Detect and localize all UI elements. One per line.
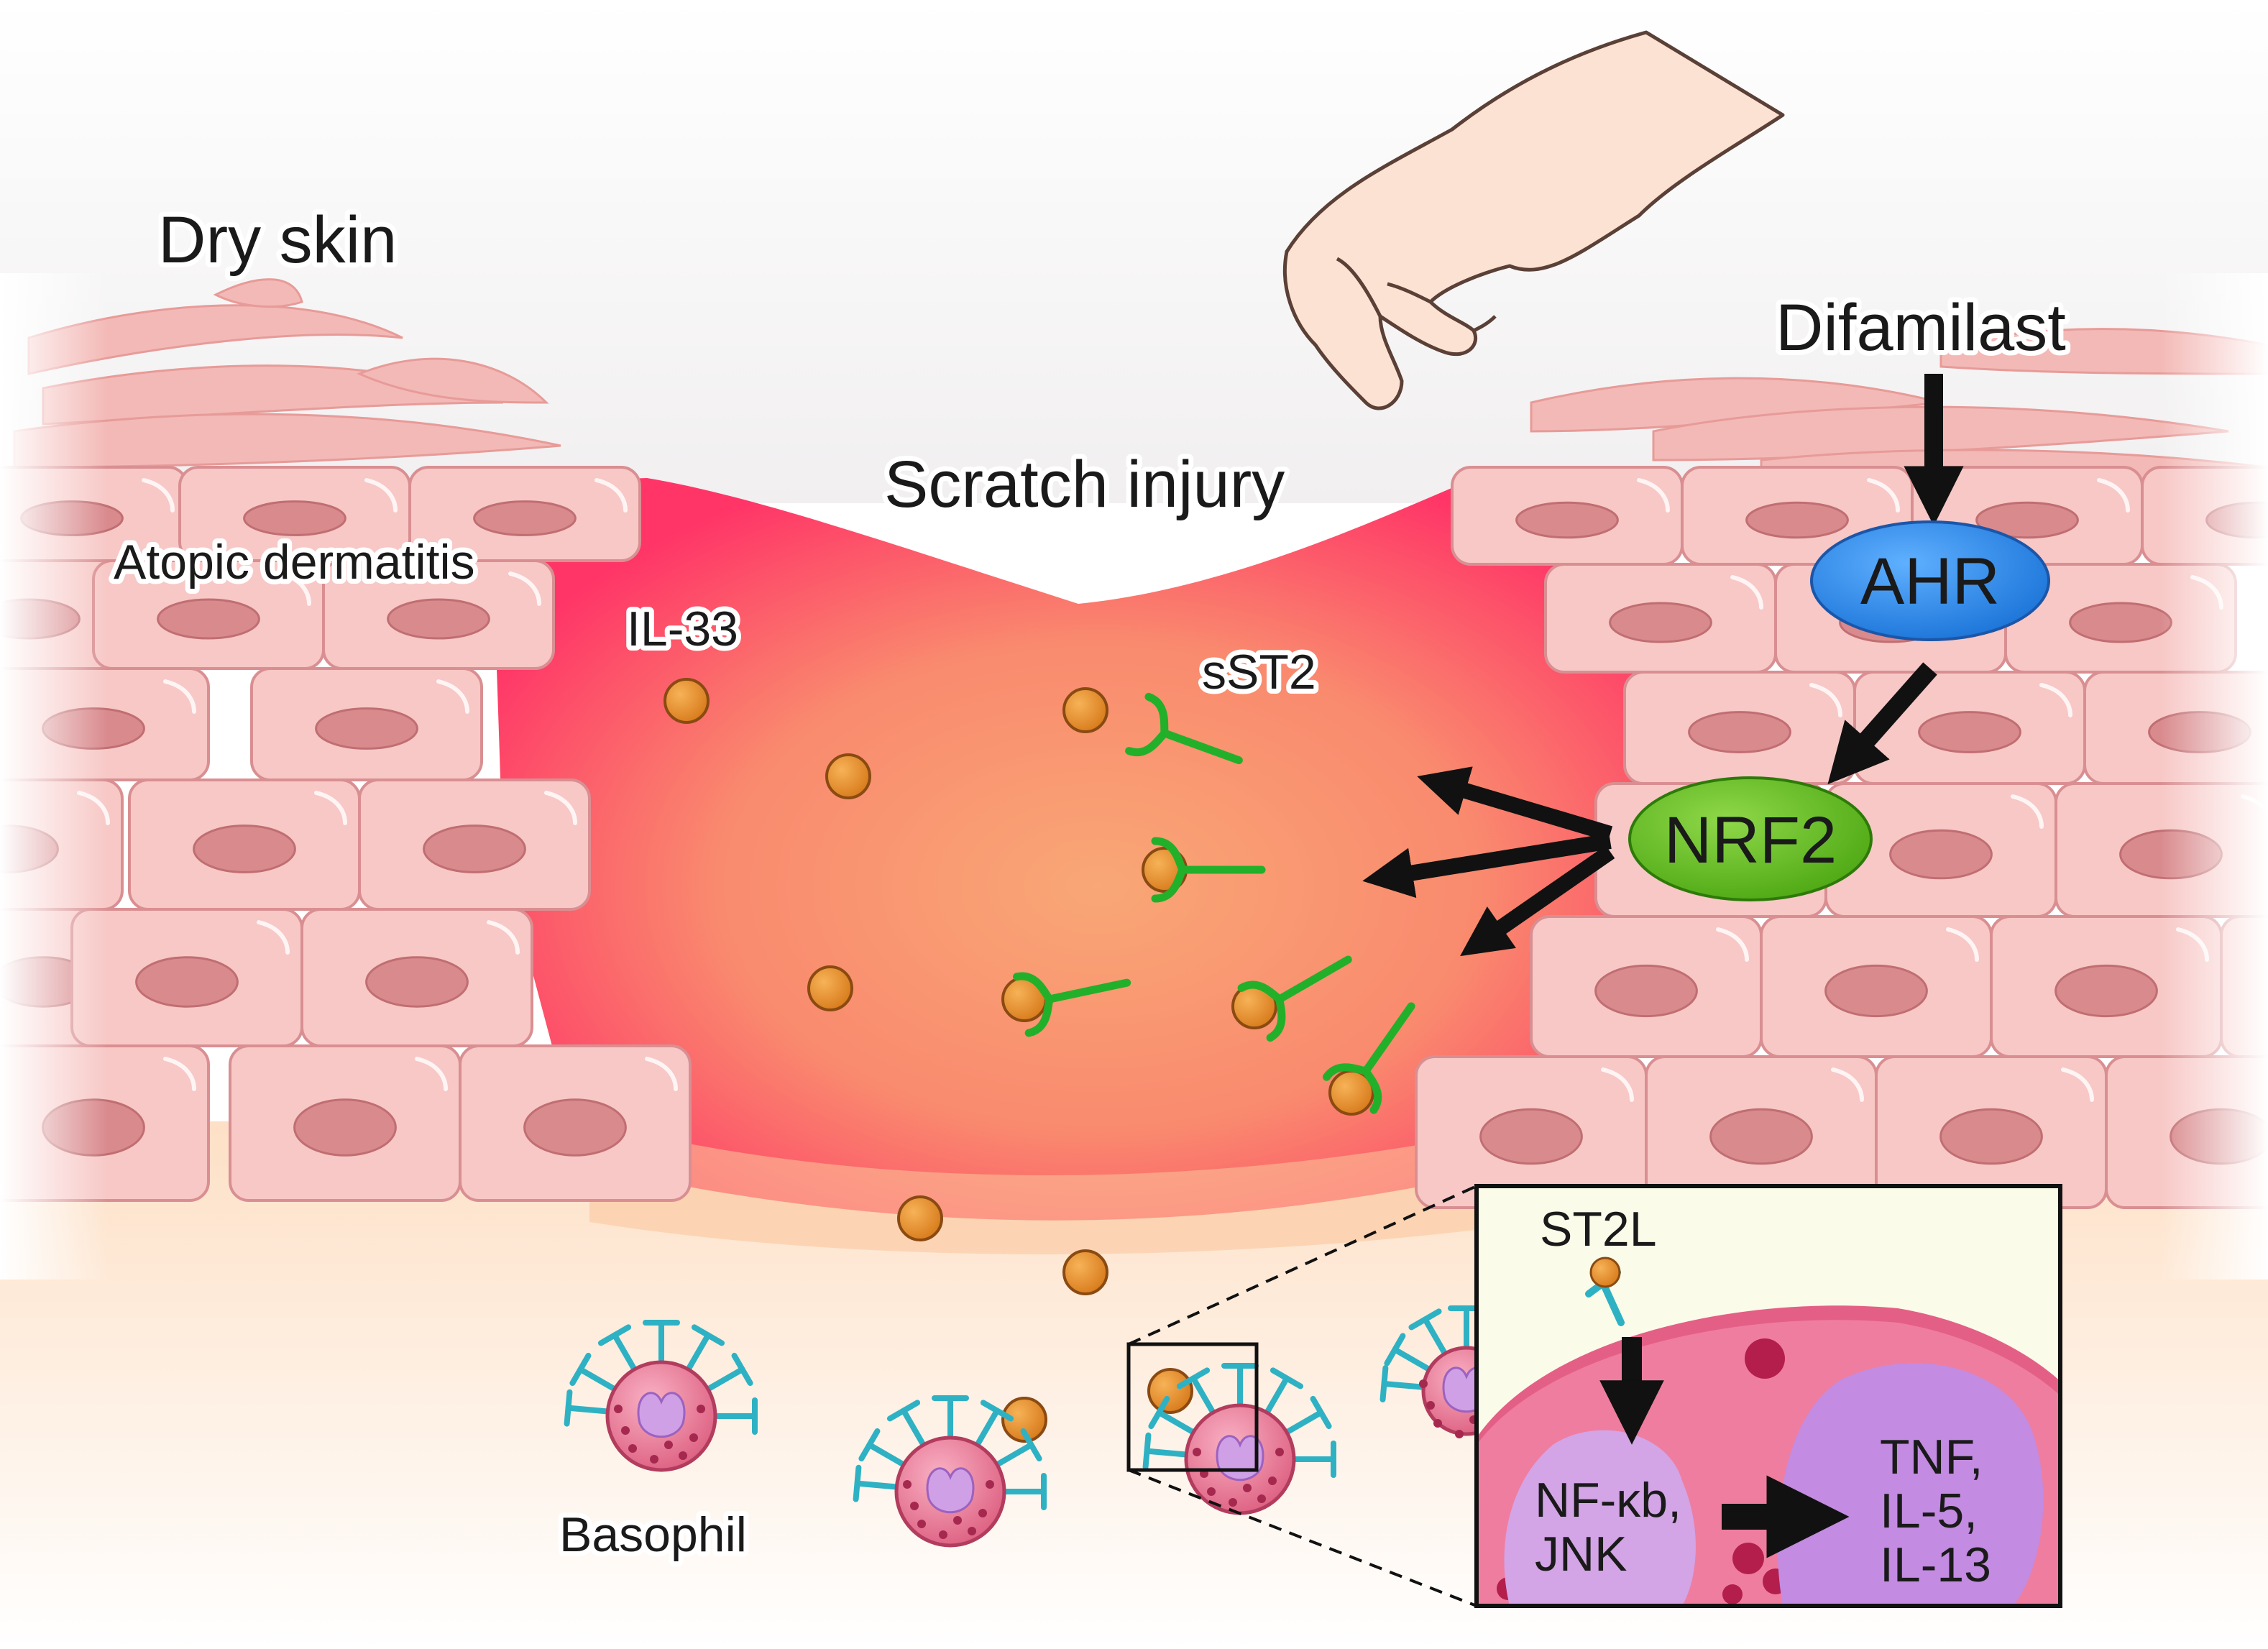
cytokine-label-line2: IL-5, <box>1880 1484 1978 1538</box>
keratinocyte <box>358 778 591 911</box>
sst2-receptor <box>1125 692 1243 765</box>
basophil-cell <box>1142 1363 1336 1515</box>
keratinocyte <box>1760 915 1993 1058</box>
il33-particle <box>1001 1397 1047 1443</box>
difamilast-label: Difamilast <box>1776 291 2066 364</box>
il33-particle <box>897 1195 943 1241</box>
keratinocyte <box>1415 1055 1648 1209</box>
keratinocyte <box>92 559 325 670</box>
keratinocyte <box>1530 915 1763 1058</box>
il33-particle <box>1062 1249 1108 1295</box>
keratinocyte <box>1451 466 1684 566</box>
sst2-receptor <box>1013 972 1131 1037</box>
stratum-corneum-left <box>13 278 561 469</box>
scratching-hand <box>1282 30 1785 410</box>
left-fade <box>0 273 108 1280</box>
keratinocyte <box>1645 1055 1878 1209</box>
sst2-label: sST2 <box>1202 645 1316 699</box>
zoom-line-bottom <box>1128 1469 1477 1607</box>
il33-label: IL-33 <box>627 602 738 656</box>
sst2-receptors <box>1013 692 1415 1114</box>
basophil-cell <box>853 1395 1047 1548</box>
il33-particle <box>1062 687 1108 733</box>
keratinocyte <box>1623 671 1856 785</box>
ahr-nrf2-arrow <box>1827 662 1937 785</box>
basophil-label: Basophil <box>559 1507 747 1562</box>
keratinocyte <box>300 908 533 1047</box>
keratinocyte <box>128 778 361 911</box>
signaling-inset <box>1474 1184 2062 1608</box>
keratinocyte <box>459 1044 692 1202</box>
il33-particles <box>664 678 1374 1443</box>
nrf2-label: NRF2 <box>1664 804 1837 877</box>
sst2-receptor <box>1237 955 1352 1042</box>
keratinocyte <box>1824 782 2057 918</box>
il33-particle <box>807 965 853 1011</box>
il33-particle <box>664 678 710 724</box>
keratinocyte <box>1544 563 1777 674</box>
basophil-cell <box>564 1320 758 1472</box>
wound-bottom-glow <box>589 1121 1538 1254</box>
scratch-wound <box>496 478 1653 1221</box>
sst2-receptor <box>1151 837 1266 903</box>
scratch-injury-label: Scratch injury <box>884 448 1285 521</box>
right-fade <box>2160 273 2268 1280</box>
nfkb-label-line2: JNK <box>1535 1527 1627 1581</box>
keratinocyte <box>322 559 555 670</box>
ahr-node <box>1810 520 2050 641</box>
ahr-label: AHR <box>1860 545 2000 618</box>
keratinocyte <box>229 1044 462 1202</box>
keratinocyte <box>70 908 303 1047</box>
cytokine-label-line1: TNF, <box>1880 1430 1983 1484</box>
cytokine-label-line3: IL-13 <box>1880 1538 1991 1592</box>
zoom-box <box>1126 1342 1259 1472</box>
sst2-receptor <box>1322 1002 1415 1114</box>
keratinocyte <box>408 466 641 562</box>
atopic-dermatitis-label: Atopic dermatitis <box>114 535 475 589</box>
il33-particle <box>1147 1368 1193 1414</box>
keratinocyte <box>250 667 483 781</box>
nrf2-node <box>1628 776 1873 901</box>
dry-skin-label: Dry skin <box>158 203 397 277</box>
il33-particle <box>825 753 871 799</box>
nrf2-sst2-arrows <box>1362 766 1615 957</box>
nfkb-label-line1: NF-κb, <box>1535 1473 1681 1528</box>
st2l-label: ST2L <box>1540 1202 1657 1257</box>
